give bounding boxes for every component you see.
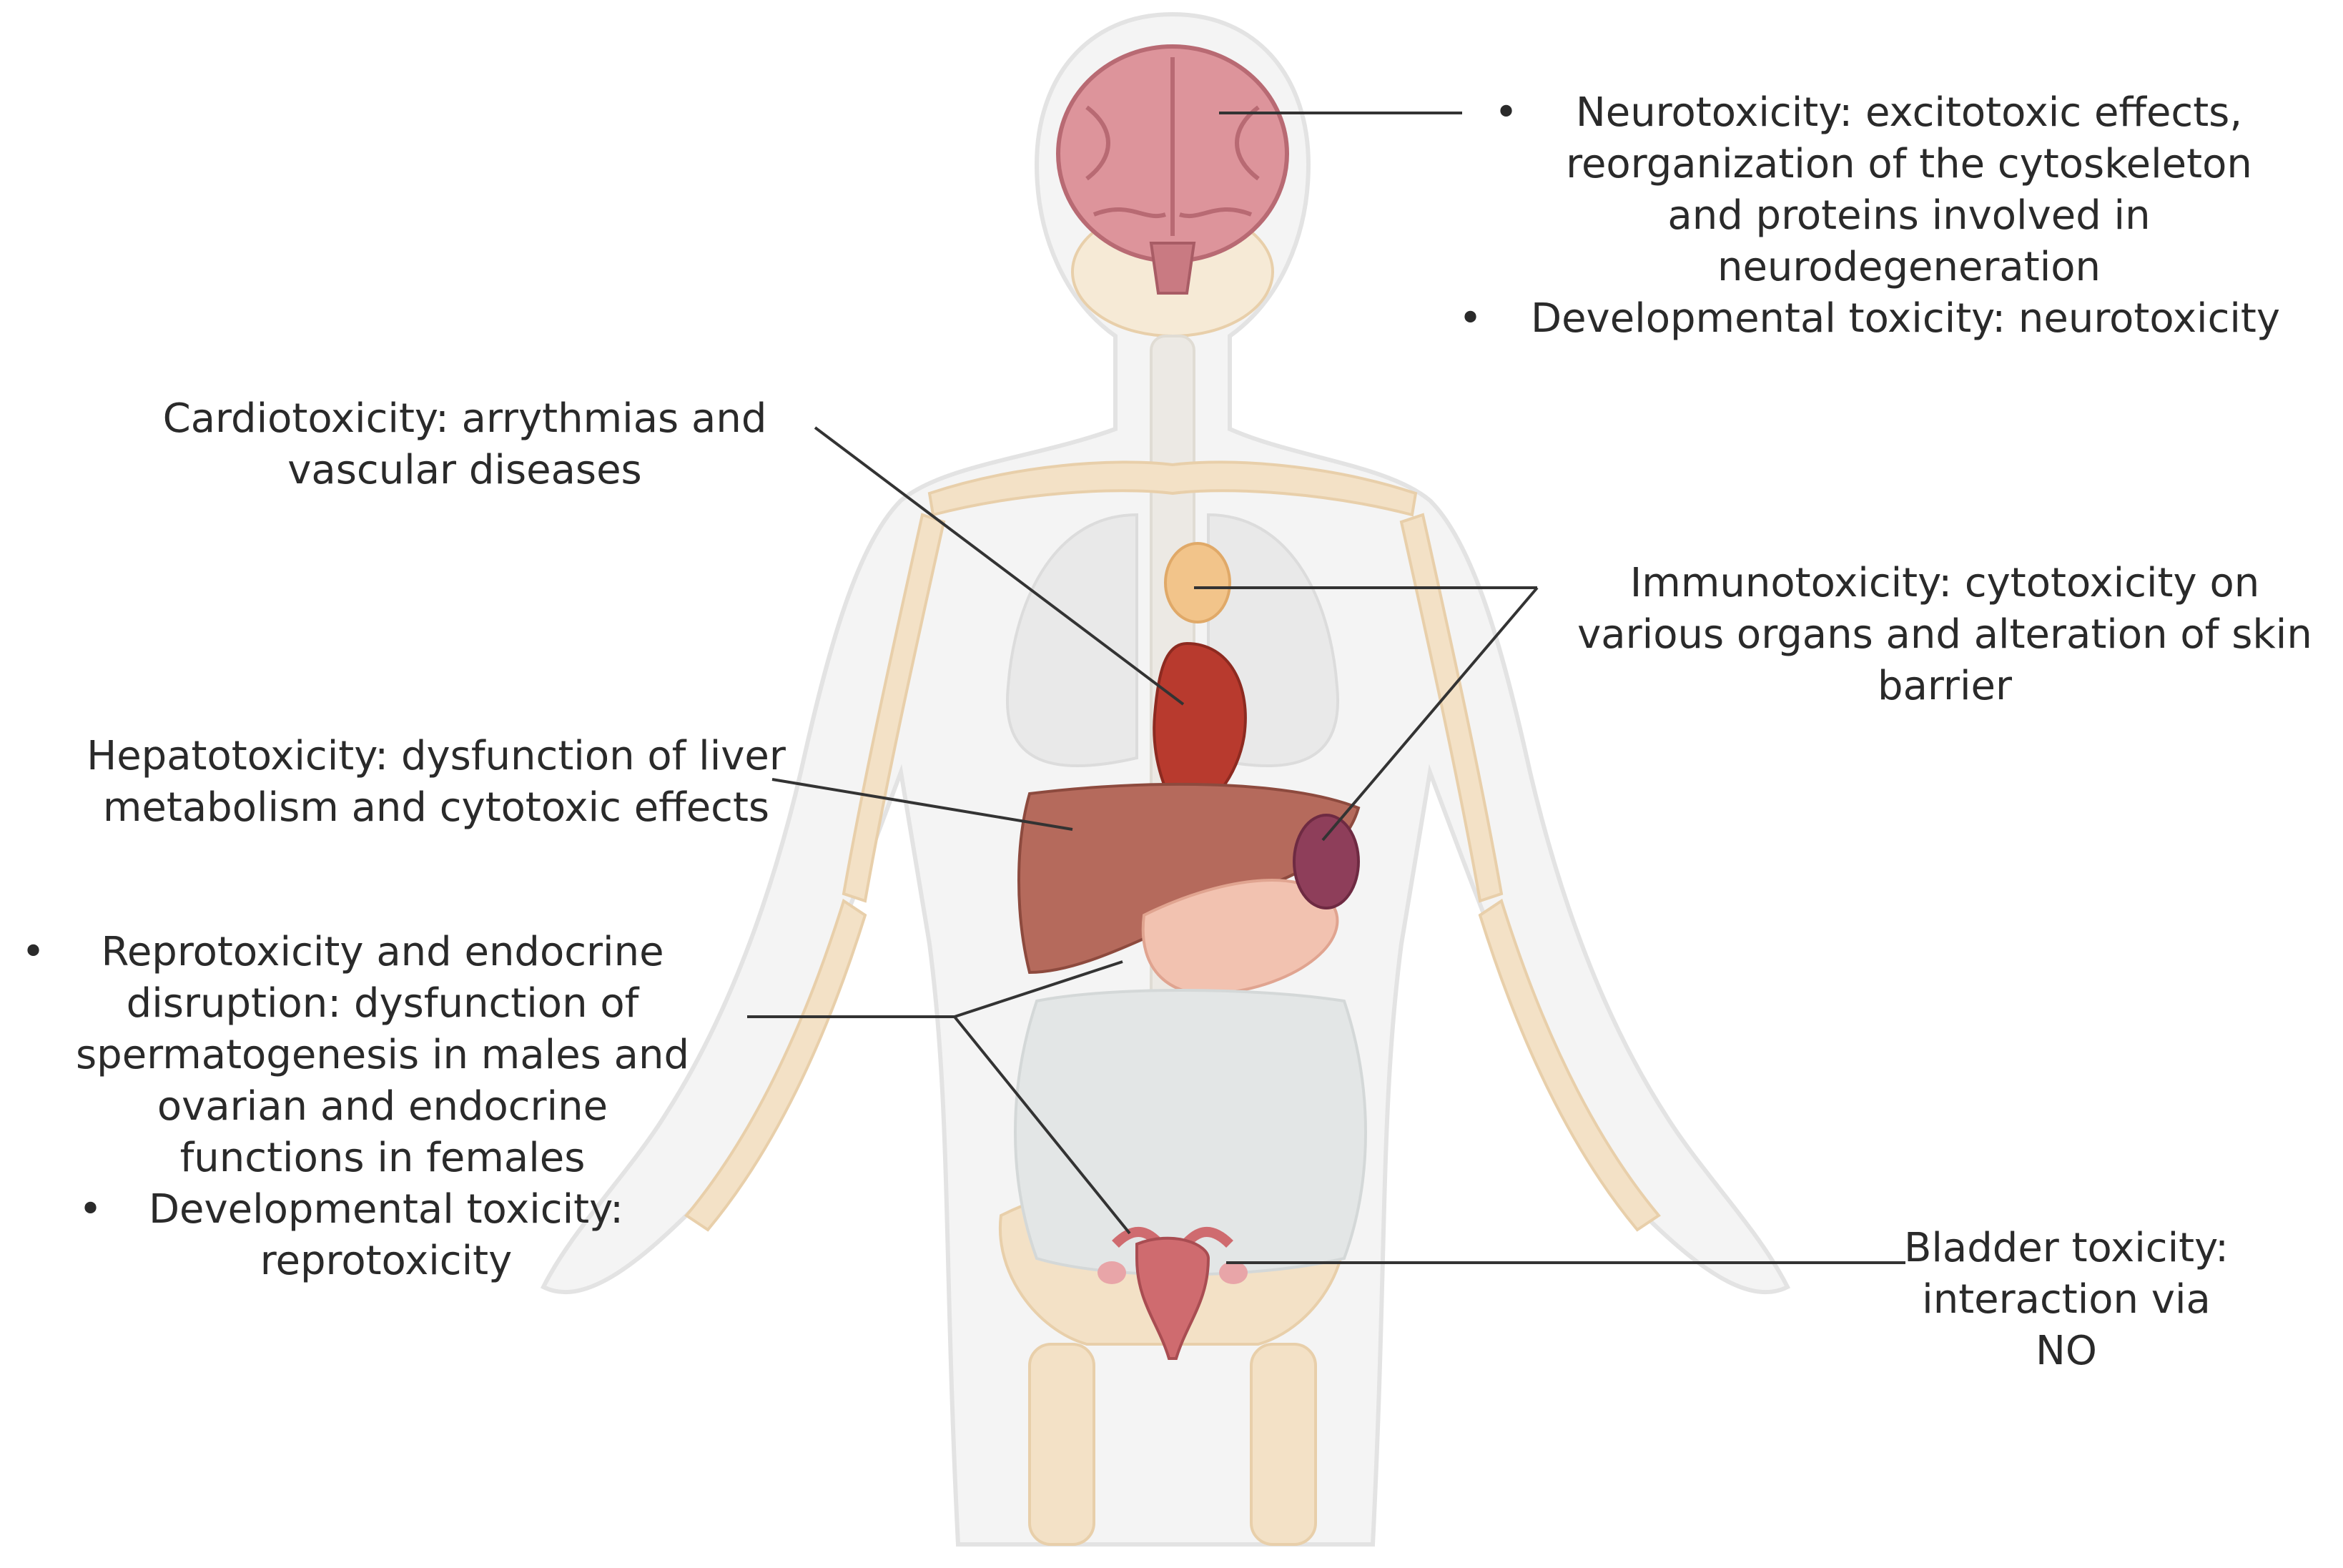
repro-item-2: • Developmental toxicity: reprotoxicity [79,1186,624,1284]
cardio-text: Cardiotoxicity: arrythmias and vascular … [162,395,767,493]
neuro-item-2-text: Developmental toxicity: neurotoxicity [1530,295,2281,342]
spleen [1293,814,1360,909]
label-hepatotoxicity: Hepatotoxicity: dysfunction of liver met… [68,731,804,834]
label-neurotoxicity: • Neurotoxicity: excitotoxic effects, re… [1459,87,2317,345]
repro-item-1-text: Reprotoxicity and endocrine disruption: … [75,929,690,1181]
leader-line-hepato [771,778,1073,831]
label-immunotoxicity: Immunotoxicity: cytotoxicity on various … [1573,558,2317,712]
hepato-text: Hepatotoxicity: dysfunction of liver met… [87,733,786,831]
stomach [1141,879,1339,996]
repro-item-2-text: Developmental toxicity: reprotoxicity [148,1186,624,1284]
leader-line-repro-ovary [954,960,1123,1018]
label-bladder-toxicity: Bladder toxicity: interaction via NO [1888,1223,2245,1377]
bladder-text: Bladder toxicity: interaction via NO [1903,1225,2229,1374]
brain [1056,44,1289,295]
intestines [1014,989,1367,1276]
thyroid [1164,542,1231,623]
immuno-text: Immunotoxicity: cytotoxicity on various … [1577,560,2312,709]
leader-line-repro-uterus [953,1015,1131,1235]
leader-line-cardio [814,426,1185,706]
neuro-item-1: • Neurotoxicity: excitotoxic effects, re… [1494,89,2252,290]
neuro-item-2: • Developmental toxicity: neurotoxicity [1459,295,2281,342]
label-cardiotoxicity: Cardiotoxicity: arrythmias and vascular … [150,393,779,496]
leader-lines [747,112,1905,1264]
uterus [1097,1226,1248,1360]
repro-item-1: • Reprotoxicity and endocrine disruption… [21,929,690,1181]
neuro-item-1-text: Neurotoxicity: excitotoxic effects, reor… [1566,89,2252,290]
leader-line-immuno-spleen [1321,586,1539,842]
label-reprotoxicity: • Reprotoxicity and endocrine disruption… [14,927,701,1287]
